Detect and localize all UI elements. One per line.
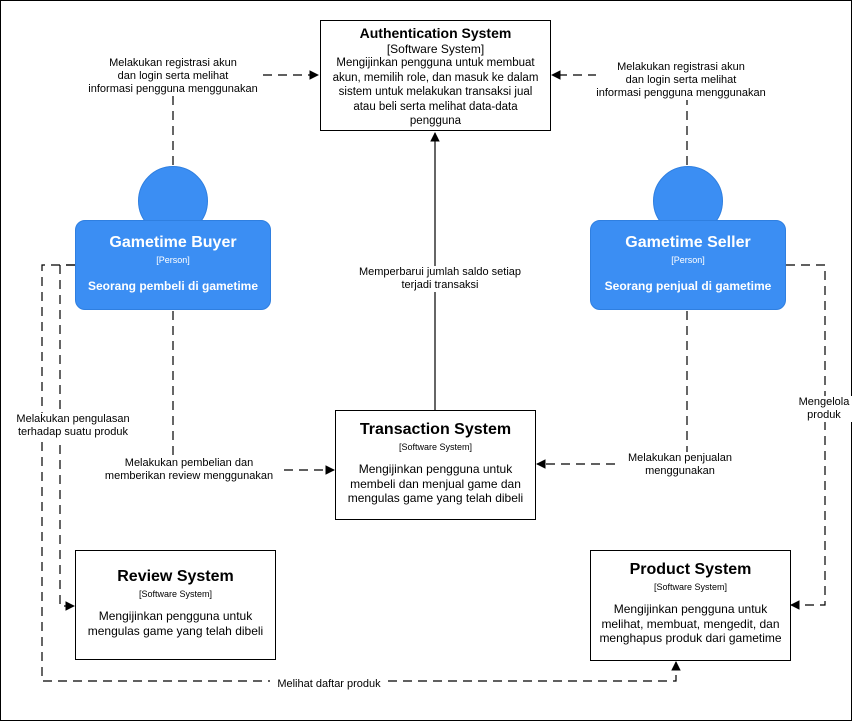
label-line: menggunakan [645,465,715,477]
buyer-description: Seorang pembeli di gametime [87,279,259,293]
edge-label-buyer-auth: Melakukan registrasi akun dan login sert… [88,57,258,96]
auth-title: Authentication System [359,25,512,41]
transaction-desc-line: mengulas game yang telah dibeli [347,491,524,505]
product-description: Mengijinkan pengguna untuk melihat, memb… [591,602,790,646]
auth-desc-line: Mengijinkan pengguna untuk membuat [336,57,535,69]
label-line: Melakukan registrasi akun [617,61,745,73]
edge-label-seller-product: Mengelola produk [796,396,852,422]
auth-desc-line: sistem untuk melakukan transaksi jual [338,86,533,98]
gametime-buyer-person: Gametime Buyer [Person] Seorang pembeli … [75,220,271,310]
product-desc-line: Mengijinkan pengguna untuk [613,602,768,616]
edge-seller-product [786,264,826,610]
review-tag: [Software System] [138,589,213,599]
label-line: dan login serta melihat [625,74,737,86]
buyer-title: Gametime Buyer [109,234,237,251]
transaction-title: Transaction System [359,421,512,438]
seller-title: Gametime Seller [625,234,751,251]
edge-buyer-trans [172,311,335,475]
edge-label-buyer-review: Melakukan pengulasan terhadap suatu prod… [10,413,136,439]
edge-seller-trans [536,311,688,469]
transaction-system-box: Transaction System [Software System] Men… [335,410,536,520]
review-system-box: Review System [Software System] Mengijin… [75,550,276,660]
label-line: Melakukan pengulasan [16,413,130,425]
product-desc-line: melihat, membuat, mengedit, dan [601,616,780,631]
edge-label-trans-auth: Memperbarui jumlah saldo setiap terjadi … [352,266,528,292]
review-title: Review System [117,568,234,585]
transaction-desc-line: Mengijinkan pengguna untuk [358,462,513,476]
seller-description: Seorang penjual di gametime [604,279,772,293]
transaction-desc-line: membeli dan menjual game dan [350,476,521,491]
product-tag: [Software System] [653,582,728,592]
auth-desc-line: atau beli serta melihat data-data [353,100,518,113]
auth-desc-line: akun, memilih role, dan masuk ke dalam [332,71,539,84]
review-desc-line: mengulas game yang telah dibeli [87,623,264,638]
product-title: Product System [629,561,752,578]
label-line: memberikan review menggunakan [104,470,274,482]
review-desc-line: Mengijinkan pengguna untuk [98,609,253,623]
edge-buyer-product [41,264,681,682]
label-line: informasi pengguna menggunakan [88,83,258,95]
seller-tag: [Person] [671,255,705,265]
label-line: produk [807,409,841,421]
transaction-tag: [Software System] [398,442,473,452]
edge-label-buyer-trans: Melakukan pembelian dan memberikan revie… [100,457,278,483]
label-line: dan login serta melihat [117,70,229,82]
label-line: Melakukan pembelian dan [124,457,254,469]
product-system-box: Product System [Software System] Mengiji… [590,550,791,661]
review-description: Mengijinkan pengguna untuk mengulas game… [76,609,275,638]
transaction-description: Mengijinkan pengguna untuk membeli dan m… [336,462,535,506]
authentication-system-box: Authentication System [Software System] … [320,20,551,131]
label-line: informasi pengguna menggunakan [596,87,766,99]
auth-description: Mengijinkan pengguna untuk membuat akun,… [321,56,550,129]
auth-desc-line: pengguna [409,115,462,127]
edge-label-buyer-product: Melihat daftar produk [270,678,388,691]
label-line: Melakukan penjualan [628,452,732,464]
label-line: terjadi transaksi [401,279,479,291]
buyer-tag: [Person] [156,255,190,265]
edge-label-seller-trans: Melakukan penjualan menggunakan [620,452,740,478]
auth-tag: [Software System] [386,42,485,56]
label-line: Memperbarui jumlah saldo setiap [358,266,522,278]
product-desc-line: menghapus produk dari gametime [599,631,782,645]
gametime-seller-person: Gametime Seller [Person] Seorang penjual… [590,220,786,310]
label-line: Melakukan registrasi akun [109,57,237,69]
edge-label-seller-auth: Melakukan registrasi akun dan login sert… [596,61,766,100]
label-line: terhadap suatu produk [17,426,129,438]
label-line: Mengelola [798,396,850,408]
label-line: Melihat daftar produk [277,678,381,690]
